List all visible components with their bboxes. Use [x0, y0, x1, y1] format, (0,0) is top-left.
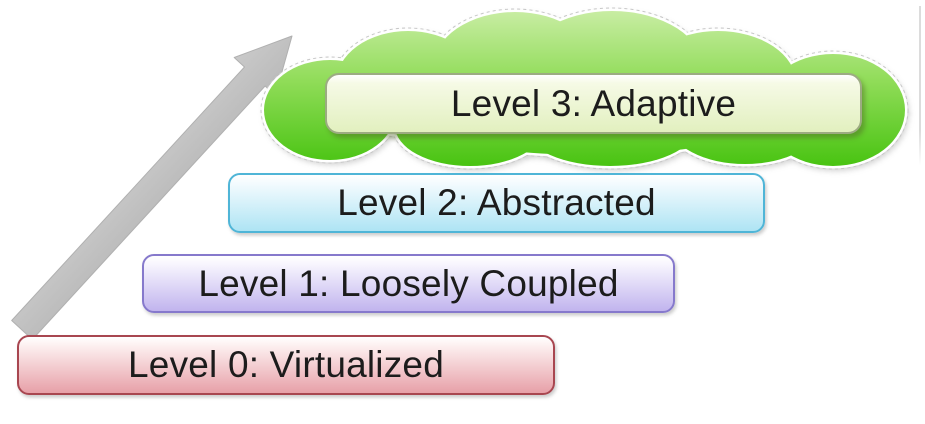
level-1-box: Level 1: Loosely Coupled [142, 254, 675, 313]
level-1-label: Level 1: Loosely Coupled [198, 262, 619, 304]
level-2-box: Level 2: Abstracted [228, 173, 765, 233]
growth-arrow [11, 35, 293, 340]
level-3-box: Level 3: Adaptive [325, 73, 862, 134]
right-edge-line [919, 6, 921, 166]
level-0-box: Level 0: Virtualized [17, 335, 555, 395]
level-2-label: Level 2: Abstracted [337, 182, 656, 223]
level-3-label: Level 3: Adaptive [450, 82, 737, 124]
level-0-label: Level 0: Virtualized [128, 344, 444, 385]
